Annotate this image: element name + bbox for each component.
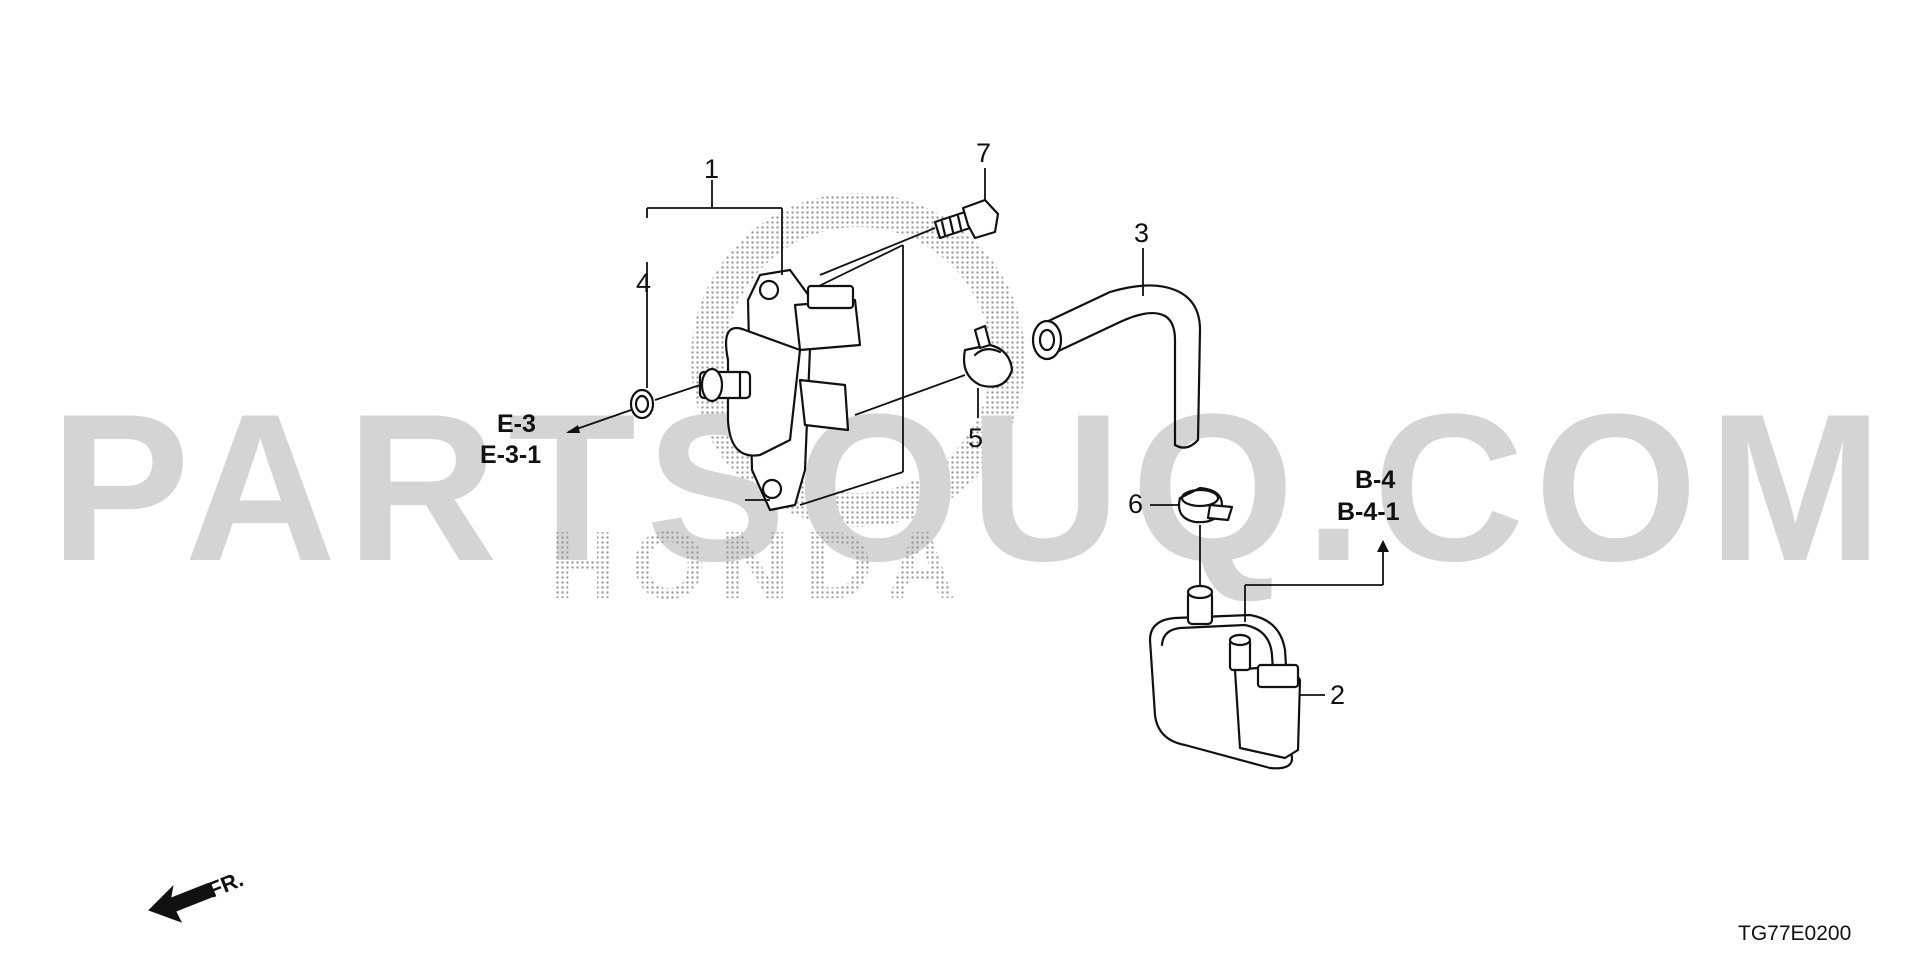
purge-valve-assembly: [698, 244, 904, 512]
watermark-brand-text: HONDA: [548, 512, 970, 619]
diagram-code: TG77E0200: [1738, 922, 1851, 945]
ref-right-line2: B-4-1: [1337, 498, 1400, 526]
watermark: PARTSOUQ.COM HONDA: [50, 193, 1893, 619]
front-arrow-icon: [148, 882, 215, 923]
bolt: [819, 168, 1000, 276]
callout-7: 7: [976, 138, 991, 168]
vacuum-hose: [1031, 248, 1202, 449]
watermark-main-text: PARTSOUQ.COM: [50, 370, 1893, 605]
ref-right-line1: B-4: [1355, 466, 1395, 494]
hose-clamp-lower: [1150, 486, 1234, 588]
canister: [1148, 540, 1389, 770]
front-direction-label: FR.: [205, 866, 247, 902]
hose-clamp-upper: [854, 324, 1014, 418]
callout-6: 6: [1128, 489, 1143, 519]
o-ring: [566, 180, 783, 433]
ref-left-line1: E-3: [497, 410, 536, 438]
callout-3: 3: [1134, 218, 1149, 248]
ref-left-line2: E-3-1: [480, 441, 541, 469]
front-direction-indicator: FR.: [148, 866, 247, 923]
callout-5: 5: [968, 423, 983, 453]
callout-1: 1: [704, 154, 719, 184]
callout-2: 2: [1330, 680, 1345, 710]
callout-4: 4: [636, 268, 651, 298]
